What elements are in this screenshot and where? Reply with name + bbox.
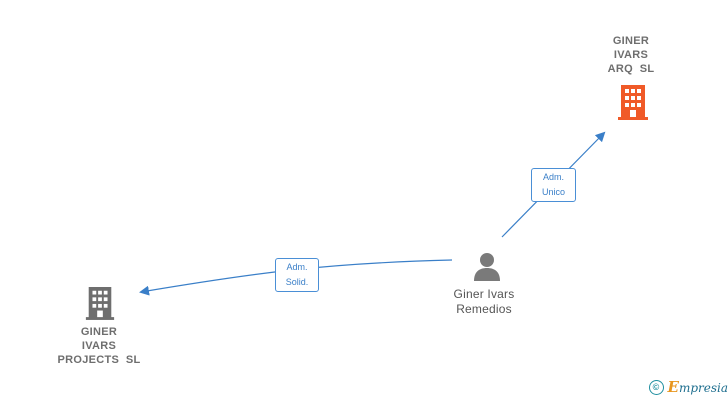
relation-solid-line-2: Solid. [285, 277, 309, 287]
brand-rest: mpresia [678, 381, 728, 395]
relation-label-adm-unico[interactable]: Adm. Unico [531, 168, 576, 202]
person-line-2: Remedios [456, 302, 512, 316]
company-top-line-1: GINER [612, 35, 650, 47]
relation-label-adm-solid[interactable]: Adm. Solid. [275, 258, 319, 292]
company-top-line-2: IVARS [613, 49, 649, 61]
company-left-label[interactable]: GINER IVARS PROJECTS SL [49, 325, 149, 367]
building-icon[interactable] [84, 286, 116, 320]
person-icon[interactable] [472, 252, 502, 282]
brand-initial: E [667, 378, 679, 396]
company-left-line-1: GINER [80, 326, 118, 338]
relation-unico-line-2: Unico [541, 187, 565, 197]
footer-brand: © Empresia [648, 378, 728, 396]
company-left-line-2: IVARS [81, 340, 117, 352]
building-icon[interactable] [616, 84, 650, 120]
company-top-line-3: ARQ SL [607, 63, 655, 75]
company-left-line-3: PROJECTS SL [57, 354, 141, 366]
brand-logo: Empresia [668, 378, 728, 396]
company-top-label[interactable]: GINER IVARS ARQ SL [596, 34, 666, 76]
relation-unico-line-1: Adm. [542, 172, 564, 182]
relation-solid-line-1: Adm. [286, 262, 308, 272]
copyright-icon: © [648, 379, 664, 395]
person-line-1: Giner Ivars [453, 287, 515, 301]
person-label[interactable]: Giner Ivars Remedios [434, 287, 534, 317]
